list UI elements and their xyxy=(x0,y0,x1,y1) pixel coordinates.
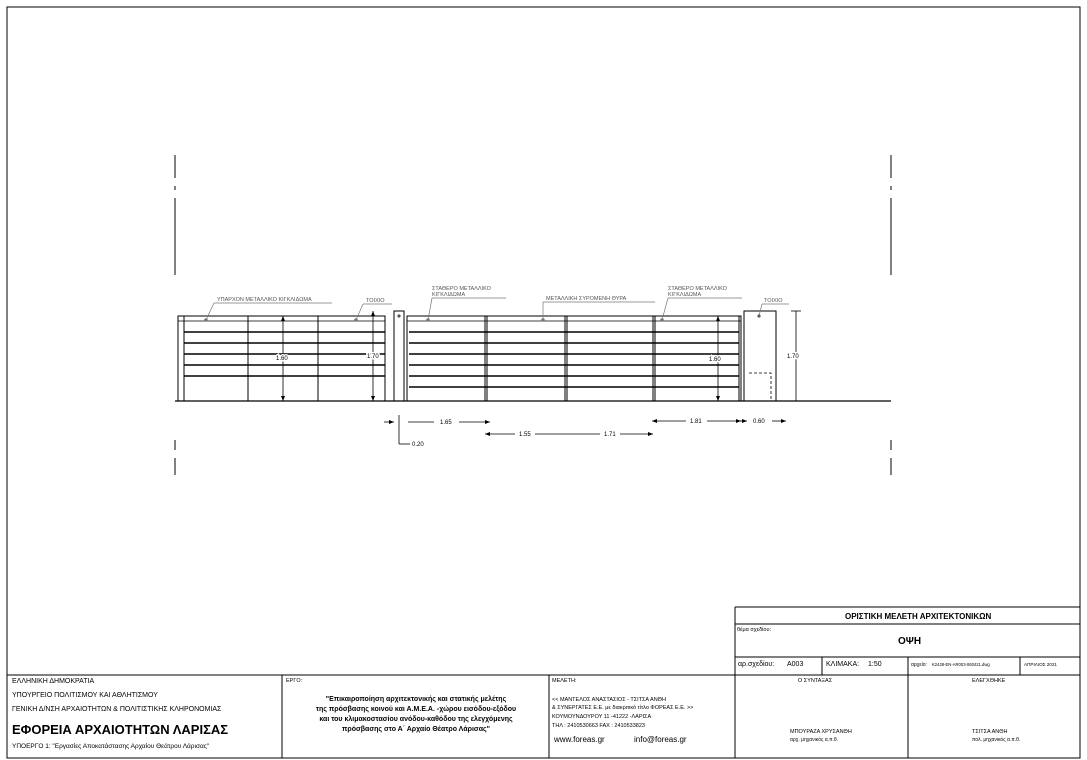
arrow-wall-bottom xyxy=(371,396,375,401)
arrow-w-155-left xyxy=(485,432,490,436)
project-line-1: "Επικαιροποίηση αρχιτεκτονικής και στατι… xyxy=(325,696,507,703)
study-label: ΜΕΛΕΤΗ: xyxy=(552,678,577,684)
dim-h-gate: 1.60 xyxy=(709,357,721,363)
arrow-gate-top xyxy=(716,316,720,321)
project-line-2: της πρόσβασης κοινού και Α.Μ.Ε.Α. -χώρου… xyxy=(315,706,517,713)
arrow-w-171-right xyxy=(648,432,653,436)
leader-dot-5 xyxy=(660,318,664,322)
drawing-no-label: αρ.σχεδίου: xyxy=(738,661,775,668)
project-label: ΕΡΓΟ: xyxy=(286,678,303,684)
leader-dot-4 xyxy=(541,318,545,322)
firm-email: info@foreas.gr xyxy=(634,735,687,744)
sheet-border xyxy=(6,6,1081,759)
study-title: ΟΡΙΣΤΙΚΗ ΜΕΛΕΤΗ ΑΡΧΙΤΕΚΤΟΝΙΚΩΝ xyxy=(845,612,992,621)
checker-name: ΤΣΙΤΣΑ ΑΝΘΗ xyxy=(972,729,1008,735)
firm-website: www.foreas.gr xyxy=(554,735,605,744)
theme-label: θέμα σχεδίου: xyxy=(737,627,771,633)
arrow-w-181-left xyxy=(652,419,657,423)
leader-dot-2 xyxy=(354,318,358,322)
dim-h-existing: 1.60 xyxy=(276,356,288,362)
scale-label: ΚΛΙΜΑΚΑ: xyxy=(826,661,860,668)
dim-w-181: 1.81 xyxy=(690,419,702,425)
arrow-gate-bottom xyxy=(716,396,720,401)
drawing-date: ΑΠΡΙΛΙΟΣ 2021 xyxy=(1024,662,1057,667)
label-wall-left: ΤΟΙΧΙΟ xyxy=(366,298,385,304)
project-line-4: πρόσβασης στο Α΄ Αρχαίο Θέατρο Λάρισας" xyxy=(342,726,490,733)
theme-value: ΟΨΗ xyxy=(898,636,922,647)
arrow-existing-top xyxy=(281,316,285,321)
file-name: K2428-EN-AR003-060421.dwg xyxy=(932,662,990,667)
authority-2: ΥΠΟΥΡΓΕΙΟ ΠΟΛΙΤΙΣΜΟΥ ΚΑΙ ΑΘΛΗΤΙΣΜΟΥ xyxy=(12,692,158,699)
firm-line-3: ΚΟΥΜΟΥΝΔΟΥΡΟΥ 11 -41222 -ΛΑΡΙΣΑ xyxy=(552,714,652,720)
firm-line-4: ΤΗΛ : 2410530663 FAX : 2410533823 xyxy=(552,723,645,729)
drafter-role: αρχ. μηχανικός α.π.θ. xyxy=(790,737,839,743)
firm-line-2: & ΣΥΝΕΡΓΑΤΕΣ Ε.Ε. με διακριτικό τίτλο ΦΟ… xyxy=(552,705,694,711)
authority-1: ΕΛΛΗΝΙΚΗ ΔΗΜΟΚΡΑΤΙΑ xyxy=(12,678,95,685)
drafter-label: Ο ΣΥΝΤΑΞΑΣ xyxy=(798,678,833,684)
arrow-wall-top xyxy=(371,311,375,316)
checked-label: ΕΛΕΓΧΘΗΚΕ xyxy=(972,678,1006,684)
label-existing-railing: ΥΠΑΡΧΟΝ ΜΕΤΑΛΛΙΚΟ ΚΙΓΚΛΙΔΩΜΑ xyxy=(217,297,312,303)
subproject: ΥΠΟΕΡΓΟ 1: "Εργασίες Αποκατάστασης Αρχαί… xyxy=(12,743,210,750)
title-block-grid xyxy=(7,606,1080,758)
dim-w-171: 1.71 xyxy=(604,432,616,438)
checker-role: πολ. μηχανικός α.π.θ. xyxy=(972,737,1021,743)
arrow-w-181-right xyxy=(736,419,741,423)
firm-line-1: << ΜΑΝΤΕΛΟΣ ΑΝΑΣΤΑΣΙΟΣ - ΤΣΙΤΣΑ ΑΝΘΗ xyxy=(552,697,666,703)
dim-h-wall: 1.70 xyxy=(367,354,379,360)
label-sliding-door: ΜΕΤΑΛΛΙΚΗ ΣΥΡΟΜΕΝΗ ΘΥΡΑ xyxy=(546,296,627,302)
wall-pier-left xyxy=(393,310,405,402)
dim-w-155: 1.55 xyxy=(519,432,531,438)
project-line-3: και του κλιμακοστασίου ανόδου-καθόδου τη… xyxy=(319,716,513,723)
label-wall-right: ΤΟΙΧΙΟ xyxy=(764,298,783,304)
arrow-existing-bottom xyxy=(281,396,285,401)
height-dimension-ticks xyxy=(791,310,801,402)
drafter-name: ΜΠΟΥΡΑΖΑ ΧΡΥΣΑΝΘΗ xyxy=(790,729,852,735)
drawing-no: Α003 xyxy=(787,661,804,668)
dim-h-right: 1.70 xyxy=(787,354,799,360)
arrow-w-165-right xyxy=(485,420,490,424)
label-fixed-railing-left-2: ΚΙΓΚΛΙΔΩΜΑ xyxy=(432,292,465,298)
arrow-w-165-left xyxy=(389,420,394,424)
dim-w-165: 1.65 xyxy=(440,420,452,426)
dim-w-020: 0.20 xyxy=(412,442,424,448)
leader-dot-1 xyxy=(204,318,208,322)
wall-pier-right-hidden xyxy=(749,372,772,401)
label-fixed-railing-right-1: ΣΤΑΘΕΡΟ ΜΕΤΑΛΛΙΚΟ xyxy=(668,286,728,292)
file-label: αρχείο: xyxy=(911,662,927,668)
arrow-w-060-right xyxy=(781,419,786,423)
authority-3: ΓΕΝΙΚΗ Δ/ΝΣΗ ΑΡΧΑΙΟΤΗΤΩΝ & ΠΟΛΙΤΙΣΤΙΚΗΣ … xyxy=(12,706,222,713)
height-dimension-lines xyxy=(282,311,797,401)
dim-w-060: 0.60 xyxy=(753,419,765,425)
crop-marks xyxy=(174,155,892,475)
scale-value: 1:50 xyxy=(868,661,882,668)
ephorate-name: ΕΦΟΡΕΙΑ ΑΡΧΑΙΟΤΗΤΩΝ ΛΑΡΙΣΑΣ xyxy=(12,722,229,737)
arrow-w-060-left xyxy=(742,419,747,423)
existing-railing xyxy=(177,315,386,402)
leader-dot-3 xyxy=(426,318,430,322)
label-fixed-railing-left-1: ΣΤΑΘΕΡΟ ΜΕΤΑΛΛΙΚΟ xyxy=(432,286,492,292)
label-fixed-railing-right-2: ΚΙΓΚΛΙΔΩΜΑ xyxy=(668,292,701,298)
gate-railing xyxy=(406,315,742,402)
label-leaders xyxy=(205,297,789,321)
wall-pier-left-dot xyxy=(397,314,401,318)
